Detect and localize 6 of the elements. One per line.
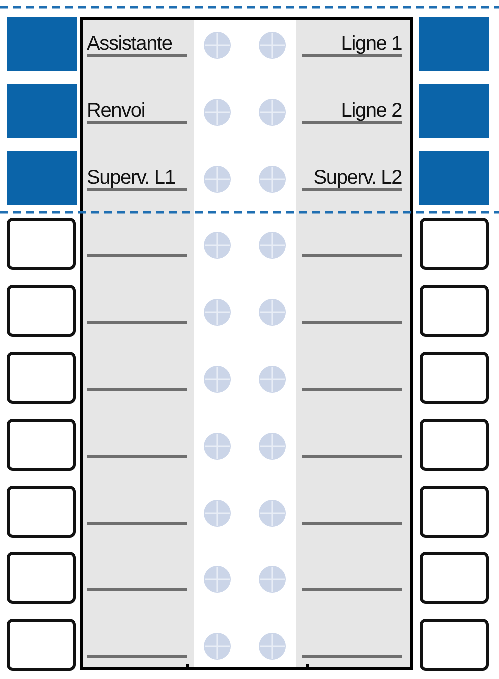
- key-label: Assistante: [87, 34, 172, 54]
- key-label: Superv. L1: [87, 168, 176, 188]
- key-label: Superv. L2: [314, 168, 402, 188]
- key-label: Ligne 2: [341, 100, 402, 121]
- key-label: Renvoi: [87, 100, 146, 121]
- key-label: Ligne 1: [341, 34, 402, 54]
